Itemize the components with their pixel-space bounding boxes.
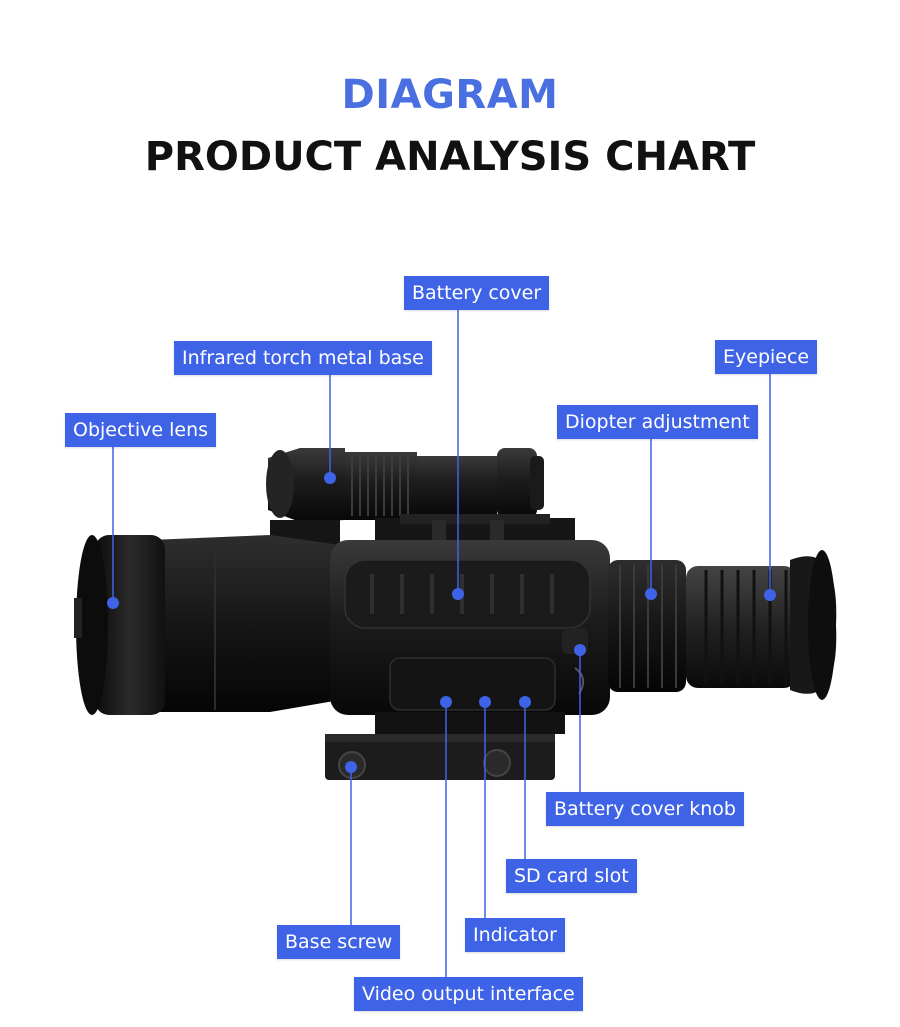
callout-infrared-torch-base: Infrared torch metal base: [174, 341, 432, 375]
base-mount: [325, 712, 565, 780]
page-title: PRODUCT ANALYSIS CHART: [144, 134, 756, 180]
callout-battery-cover-knob: Battery cover knob: [546, 792, 744, 826]
eyepiece-assembly: [686, 550, 837, 700]
callout-diopter-adjustment: Diopter adjustment: [557, 405, 758, 439]
scope-body: [330, 540, 610, 715]
diopter-ring: [608, 560, 686, 692]
leader-lines: [112, 307, 771, 980]
callout-sd-card-slot: SD card slot: [506, 859, 637, 893]
callout-base-screw: Base screw: [277, 925, 401, 959]
callout-battery-cover: Battery cover: [404, 276, 550, 310]
anchor-dots: [107, 472, 776, 773]
callout-objective-lens: Objective lens: [65, 413, 217, 447]
callout-video-output-interface: Video output interface: [354, 977, 583, 1011]
callout-indicator: Indicator: [465, 918, 565, 952]
callout-eyepiece: Eyepiece: [715, 340, 818, 374]
infrared-torch: [266, 448, 544, 550]
diagram-heading: DIAGRAM: [341, 72, 559, 118]
objective-lens-housing: [74, 535, 340, 715]
